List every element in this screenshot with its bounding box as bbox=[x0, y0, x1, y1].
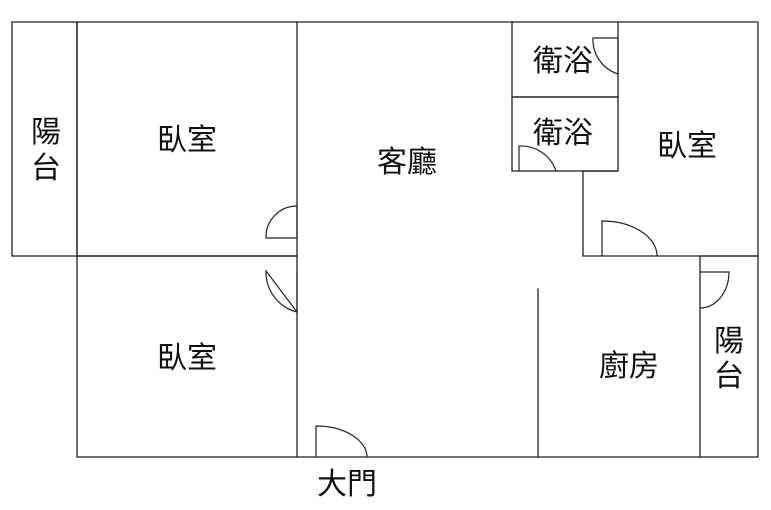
door-bedroom-lower-left bbox=[265, 269, 298, 314]
bedroom-right-label: 臥室 bbox=[657, 129, 717, 164]
door-main-entrance bbox=[315, 425, 368, 458]
door-bathroom-lower bbox=[518, 145, 557, 172]
door-balcony-right bbox=[699, 271, 730, 309]
doors bbox=[265, 37, 730, 458]
door-bathroom-upper bbox=[592, 37, 619, 75]
door-bedroom-upper-left bbox=[265, 205, 298, 239]
balcony-right-label-1: 陽 bbox=[714, 324, 744, 359]
balcony-left-label-1: 陽 bbox=[31, 115, 61, 150]
door-bedroom-right bbox=[601, 220, 658, 257]
bathroom-upper-label: 衛浴 bbox=[533, 44, 593, 79]
bedroom-right-wall bbox=[582, 21, 759, 257]
balcony-right-wall bbox=[699, 255, 759, 458]
room-labels: 陽 台 臥室 臥室 客廳 衛浴 衛浴 臥室 廚房 陽 台 大門 bbox=[31, 44, 744, 502]
entrance-label: 大門 bbox=[317, 467, 377, 502]
bedroom-upper-left-label: 臥室 bbox=[157, 123, 217, 158]
bedroom-lower-left-label: 臥室 bbox=[157, 341, 217, 376]
kitchen-label: 廚房 bbox=[599, 349, 659, 384]
balcony-right-label-2: 台 bbox=[714, 359, 744, 394]
bathroom-lower-wall bbox=[511, 96, 619, 172]
living-room-label: 客廳 bbox=[377, 145, 437, 180]
bedroom-lower-left-wall bbox=[76, 255, 298, 458]
bathroom-lower-label: 衛浴 bbox=[533, 116, 593, 151]
walls bbox=[11, 21, 759, 458]
balcony-left-label-2: 台 bbox=[31, 151, 61, 186]
